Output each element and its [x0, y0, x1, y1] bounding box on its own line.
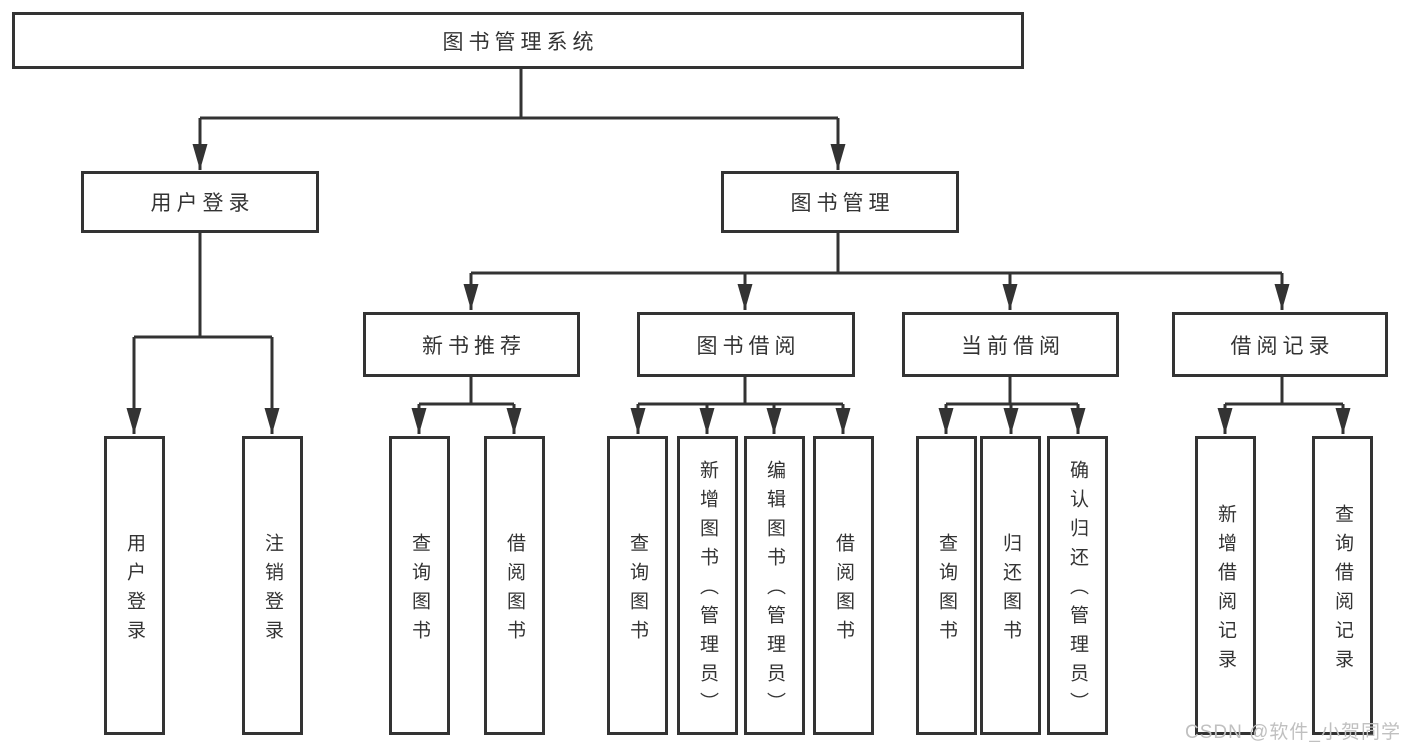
leaf-nbr-borrow-books: 借阅图书: [484, 436, 545, 735]
node-label: 借阅图书: [504, 532, 525, 649]
node-label: 新书推荐: [422, 334, 526, 358]
node-book-management: 图书管理: [721, 171, 959, 233]
leaf-cb-return-books: 归还图书: [980, 436, 1041, 735]
node-label: 用户登录: [150, 192, 255, 215]
node-label: 查询图书: [627, 532, 648, 649]
node-book-borrow: 图书借阅: [637, 312, 855, 377]
leaf-bb-query-books: 查询图书: [607, 436, 668, 735]
node-label: 编辑图书（管理员）: [764, 460, 785, 721]
node-label: 查询图书: [936, 532, 957, 649]
node-label: 查询借阅记录: [1332, 503, 1353, 678]
node-new-book-recommend: 新书推荐: [363, 312, 580, 377]
node-borrow-records: 借阅记录: [1172, 312, 1388, 377]
node-label: 图书借阅: [696, 334, 801, 358]
leaf-bb-edit-book-admin: 编辑图书（管理员）: [744, 436, 805, 735]
csdn-watermark: CSDN @软件_小贺同学: [1185, 722, 1401, 743]
leaf-nbr-query-books: 查询图书: [389, 436, 450, 735]
node-label: 用户登录: [124, 532, 145, 649]
node-label: 借阅图书: [833, 532, 854, 649]
node-label: 当前借阅: [961, 334, 1065, 358]
leaf-cb-query-books: 查询图书: [916, 436, 977, 735]
node-label: 确认归还（管理员）: [1067, 460, 1088, 721]
leaf-logout: 注销登录: [242, 436, 303, 735]
leaf-bb-add-book-admin: 新增图书（管理员）: [677, 436, 738, 735]
leaf-cb-confirm-return-admin: 确认归还（管理员）: [1047, 436, 1108, 735]
leaf-user-login: 用户登录: [104, 436, 165, 735]
node-label: 新增图书（管理员）: [697, 460, 718, 721]
node-label: 归还图书: [1000, 532, 1021, 649]
node-label: 借阅记录: [1230, 334, 1335, 358]
leaf-br-add-record: 新增借阅记录: [1195, 436, 1256, 735]
node-label: 图书管理: [790, 192, 895, 215]
leaf-bb-borrow-books: 借阅图书: [813, 436, 874, 735]
node-label: 新增借阅记录: [1215, 503, 1236, 678]
node-label: 查询图书: [409, 532, 430, 649]
node-root: 图书管理系统: [12, 12, 1024, 69]
node-label: 注销登录: [262, 532, 283, 649]
node-current-borrow: 当前借阅: [902, 312, 1119, 377]
node-label: 图书管理系统: [442, 30, 599, 54]
leaf-br-query-record: 查询借阅记录: [1312, 436, 1373, 735]
node-user-login: 用户登录: [81, 171, 319, 233]
